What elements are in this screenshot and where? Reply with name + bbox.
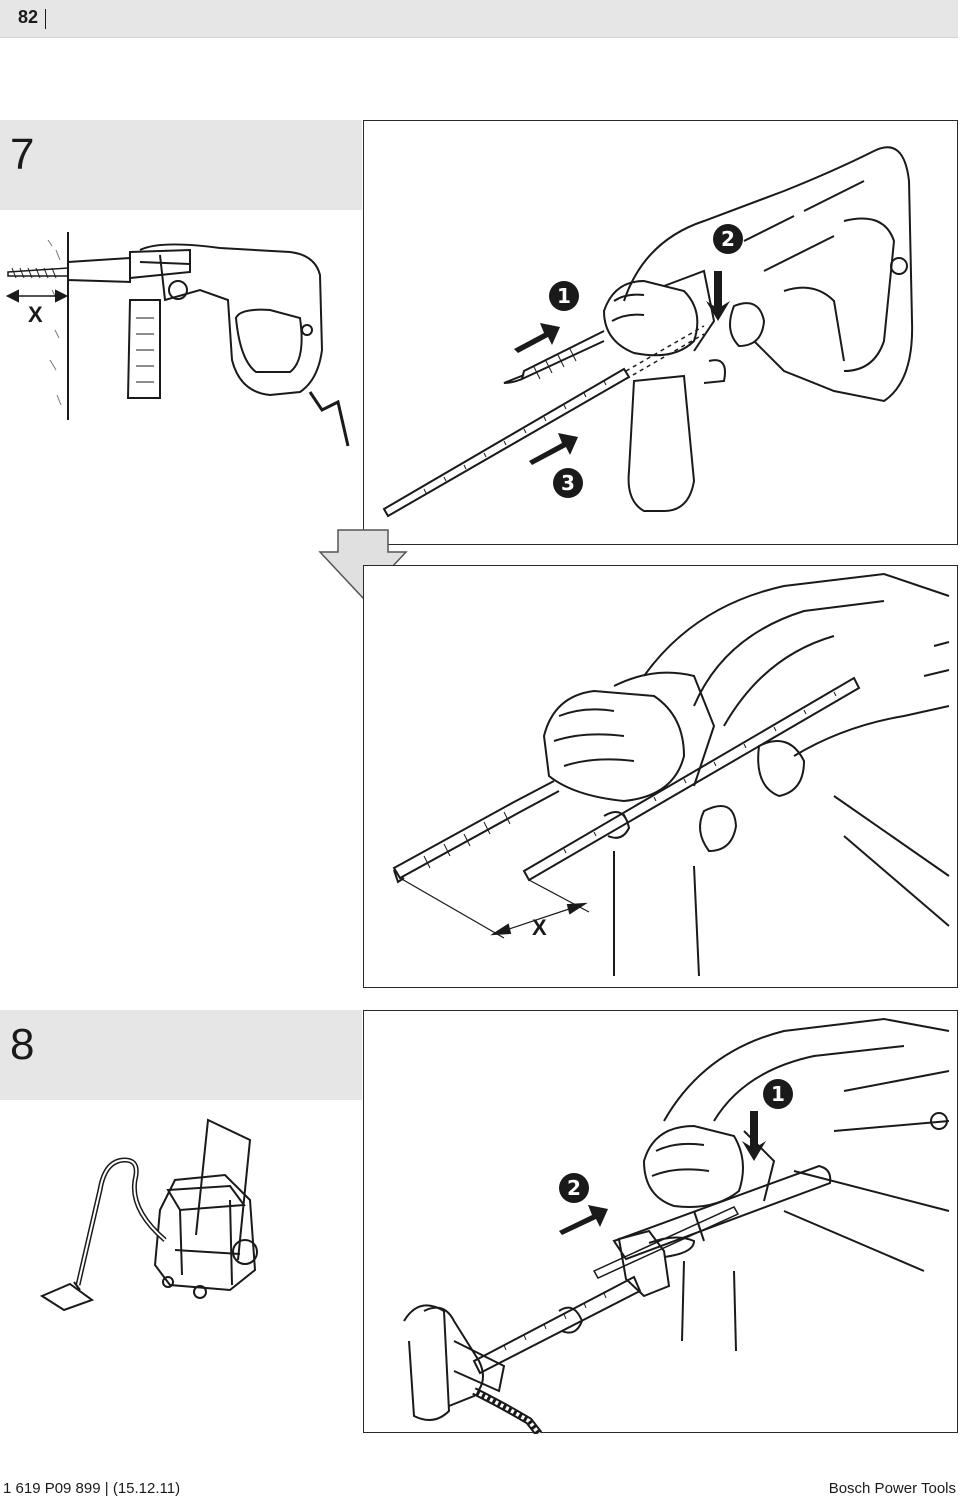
dust-extraction-attachment: 1 2: [403, 1017, 950, 1434]
step-badge-1: 1: [549, 281, 579, 311]
brand-footer: Bosch Power Tools: [828, 1480, 956, 1497]
down-arrow-icon-step-1: [742, 1111, 766, 1161]
svg-text:3: 3: [561, 471, 575, 495]
figure-7-result-frame: [363, 565, 958, 988]
step-badge-2-fig8: 2: [559, 1173, 589, 1203]
arrow-icon-step-2: [559, 1205, 608, 1235]
step-badge-1-fig8: 1: [763, 1079, 793, 1109]
figure-7-step-frame: 1 2 3: [363, 120, 958, 545]
step-badge-3: 3: [553, 468, 583, 498]
dimension-x-label-top: X: [28, 302, 43, 327]
down-arrow-icon-step-2: [706, 271, 730, 321]
step-badge-2: 2: [713, 224, 743, 254]
dimension-x-label-bottom: X: [532, 915, 547, 940]
figure-8-label: 8: [10, 1020, 35, 1069]
svg-text:1: 1: [771, 1082, 785, 1106]
figure-8-step-frame: 1 2: [363, 1010, 958, 1434]
arrow-icon-step-1: [514, 323, 560, 353]
figure-7-label-box: 7: [0, 120, 362, 210]
drill-depth-set-illustration: [392, 572, 950, 977]
page-header: 82: [0, 0, 958, 38]
document-code: 1 619 P09 899 | (15.12.11): [3, 1480, 181, 1497]
svg-text:1: 1: [557, 284, 571, 308]
figure-8-label-box: 8: [0, 1010, 362, 1100]
header-divider: [45, 9, 46, 29]
svg-text:2: 2: [567, 1176, 581, 1200]
drill-depth-stop-insertion: 1 2 3: [382, 146, 914, 518]
arrow-icon-step-3: [529, 433, 578, 465]
svg-text:2: 2: [721, 227, 735, 251]
figure-7-label: 7: [10, 130, 35, 179]
page-number: 82: [18, 7, 39, 27]
